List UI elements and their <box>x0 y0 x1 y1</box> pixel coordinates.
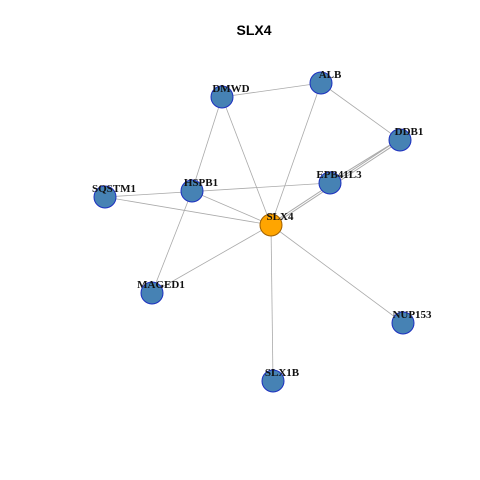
node-circle[interactable] <box>259 213 283 237</box>
edge-alb-ddb1 <box>320 82 401 141</box>
node-epb41l3[interactable]: EPB41L3 <box>316 169 362 195</box>
edge-slx4-nup153 <box>270 224 404 324</box>
node-alb[interactable]: ALB <box>309 69 342 95</box>
edge-sqstm1-slx4 <box>104 196 272 226</box>
node-label: SLX4 <box>267 211 294 223</box>
edge-slx4-slx1b <box>270 224 274 382</box>
edge-dmwd-slx4 <box>221 96 272 226</box>
node-sqstm1[interactable]: SQSTM1 <box>92 183 136 209</box>
node-label: EPB41L3 <box>316 169 362 181</box>
node-circle[interactable] <box>93 185 117 209</box>
node-maged1[interactable]: MAGED1 <box>137 279 185 305</box>
node-label: DMWD <box>212 83 249 95</box>
node-circle[interactable] <box>180 179 204 203</box>
node-dmwd[interactable]: DMWD <box>210 83 250 109</box>
edge-hspb1-slx4 <box>191 190 272 226</box>
edge-alb-slx4 <box>270 82 322 226</box>
edge-sqstm1-epb41l3 <box>104 182 331 198</box>
node-circle[interactable] <box>210 85 234 109</box>
node-label: SQSTM1 <box>92 183 136 195</box>
node-nup153[interactable]: NUP153 <box>391 309 432 335</box>
node-label: NUP153 <box>392 309 432 321</box>
node-ddb1[interactable]: DDB1 <box>388 126 424 152</box>
node-circle[interactable] <box>309 71 333 95</box>
edge-dmwd-alb <box>221 82 322 98</box>
edge-dmwd-hspb1 <box>191 96 223 192</box>
node-label: DDB1 <box>395 126 424 138</box>
edge-hspb1-maged1 <box>151 190 193 294</box>
node-label: ALB <box>319 69 342 81</box>
node-label: SLX1B <box>265 367 300 379</box>
node-circle[interactable] <box>261 369 285 393</box>
node-layer: SLX4 ALB DMWD DDB1EPB41L3HSPB1SQSTM1MAGED1N… <box>92 69 432 393</box>
node-slx1b[interactable]: SLX1B <box>261 367 300 393</box>
node-label: HSPB1 <box>184 177 218 189</box>
node-circle[interactable] <box>391 311 415 335</box>
node-label: MAGED1 <box>137 279 185 291</box>
edge-slx4-maged1 <box>151 224 272 294</box>
node-hspb1[interactable]: HSPB1 <box>180 177 218 203</box>
node-circle[interactable] <box>388 128 412 152</box>
node-circle[interactable] <box>318 171 342 195</box>
node-circle[interactable] <box>140 281 164 305</box>
edge-layer <box>104 82 404 382</box>
graph-title: SLX4 <box>236 22 271 38</box>
node-slx4[interactable]: SLX4 <box>259 211 294 237</box>
